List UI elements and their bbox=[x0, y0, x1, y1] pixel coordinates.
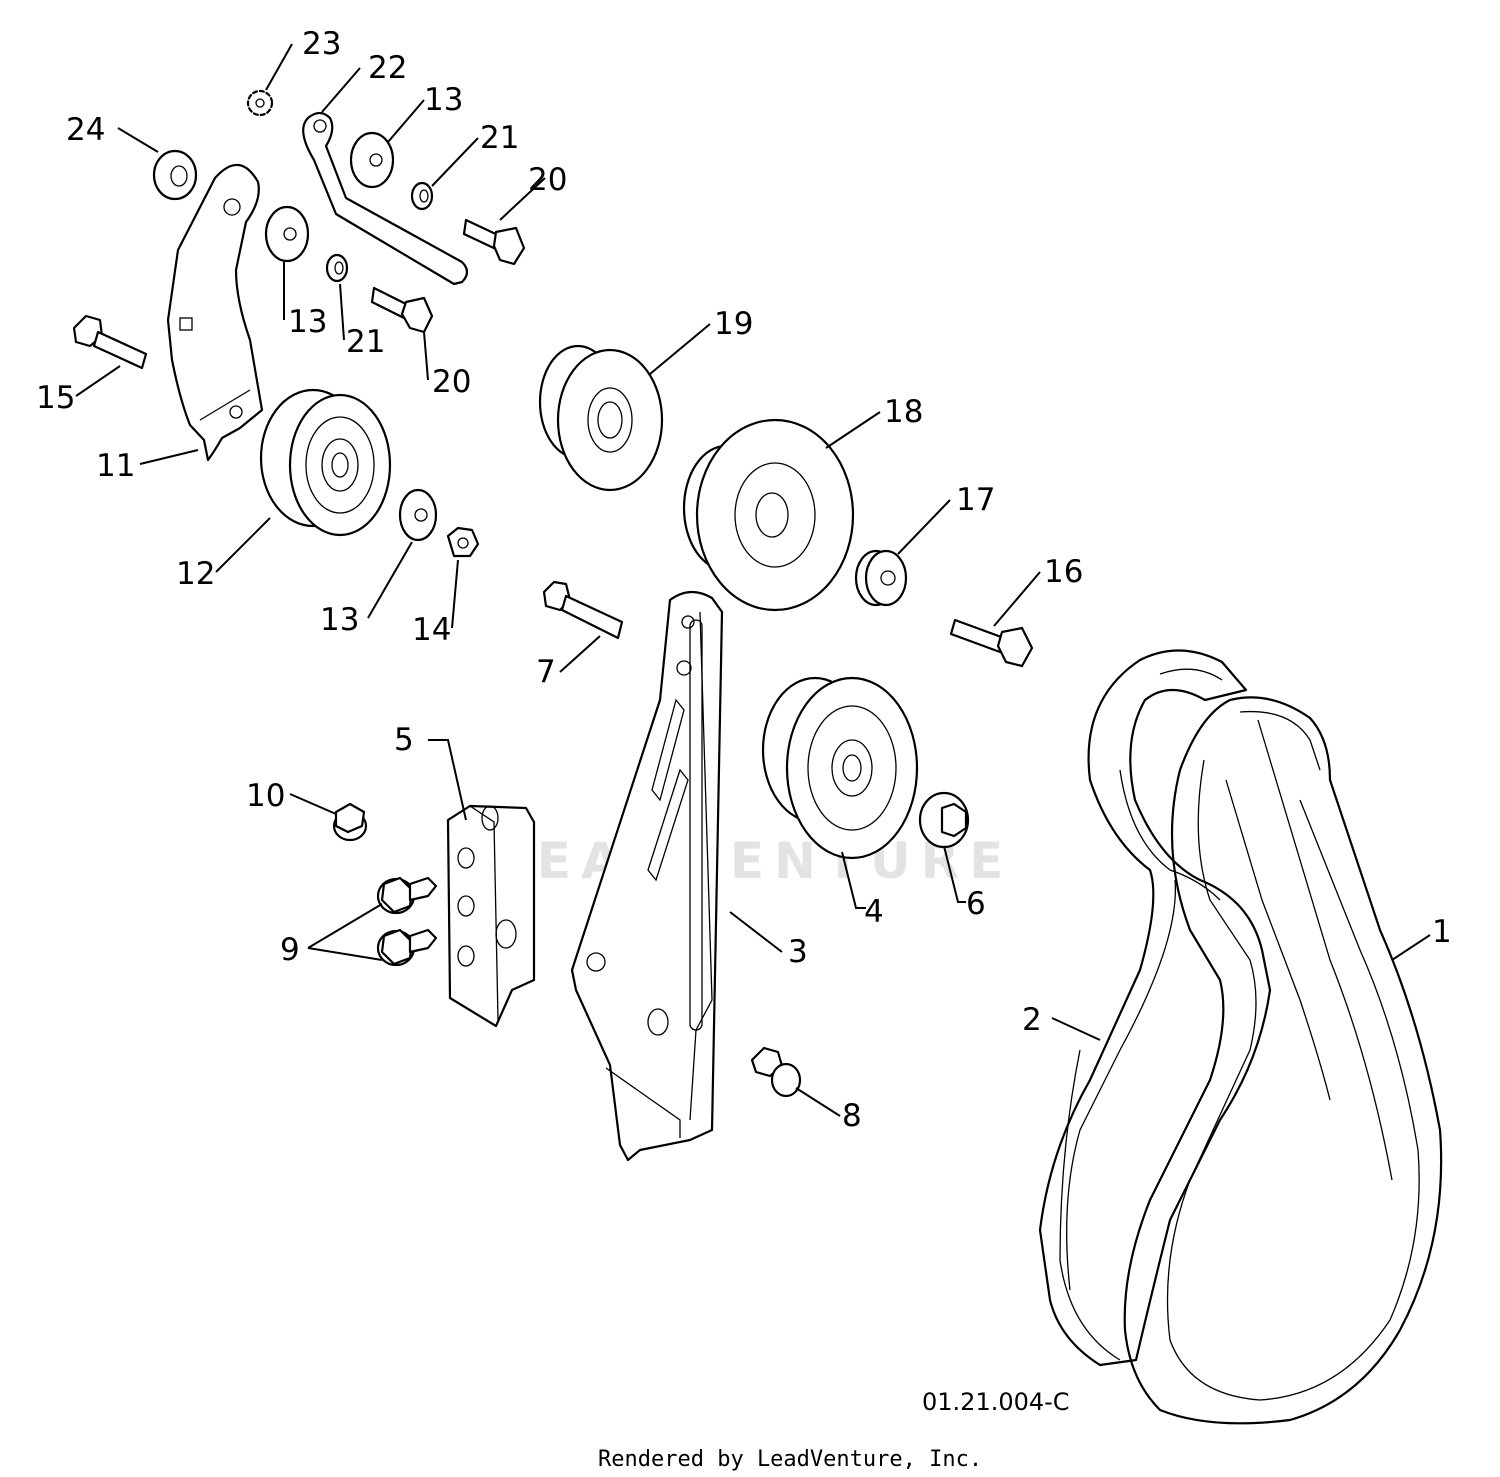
part-22-rod[interactable] bbox=[302, 111, 469, 286]
part-16-bolt[interactable] bbox=[949, 618, 1034, 668]
leader-8 bbox=[795, 1087, 841, 1117]
leader-21b bbox=[339, 283, 345, 341]
part-7-bolt[interactable] bbox=[542, 580, 624, 640]
part-21-lock-washer-mid[interactable] bbox=[325, 253, 349, 283]
callout-7: 7 bbox=[536, 654, 556, 690]
leader-21a bbox=[431, 137, 479, 187]
leader-22 bbox=[321, 67, 361, 113]
callout-2: 2 bbox=[1022, 1002, 1042, 1038]
leader-3 bbox=[729, 911, 783, 953]
leader-7 bbox=[559, 635, 601, 673]
callout-19: 19 bbox=[714, 306, 753, 342]
callout-16: 16 bbox=[1044, 554, 1083, 590]
leader-20b bbox=[423, 331, 429, 381]
part-6-flange-nut[interactable] bbox=[918, 791, 970, 849]
callout-13-mid: 13 bbox=[288, 304, 327, 340]
callout-4: 4 bbox=[864, 894, 884, 930]
callout-22: 22 bbox=[368, 50, 407, 86]
part-13-washer-low[interactable] bbox=[398, 488, 438, 542]
part-9-screw-top[interactable] bbox=[376, 876, 438, 915]
leader-14 bbox=[451, 559, 459, 629]
leader-15 bbox=[75, 365, 121, 397]
callout-23: 23 bbox=[302, 26, 341, 62]
part-17-spacer[interactable] bbox=[854, 549, 908, 607]
watermark: LEADVENTURE bbox=[495, 832, 1013, 890]
callout-20-mid: 20 bbox=[432, 364, 471, 400]
callout-11: 11 bbox=[96, 448, 135, 484]
leader-16 bbox=[993, 571, 1041, 627]
part-13-washer-mid[interactable] bbox=[264, 205, 310, 263]
leader-1 bbox=[1391, 934, 1431, 961]
callout-3: 3 bbox=[788, 934, 808, 970]
leader-4 bbox=[841, 851, 866, 909]
credit-line: Rendered by LeadVenture, Inc. bbox=[598, 1447, 982, 1472]
callout-10: 10 bbox=[246, 778, 285, 814]
part-20-bolt-top[interactable] bbox=[462, 218, 526, 266]
part-1-belt[interactable] bbox=[1123, 696, 1443, 1425]
part-5-plate[interactable] bbox=[446, 804, 536, 1028]
leader-20a bbox=[499, 177, 546, 221]
part-8-bolt[interactable] bbox=[750, 1046, 802, 1098]
callout-5: 5 bbox=[394, 722, 414, 758]
callout-9: 9 bbox=[280, 932, 300, 968]
part-24-washer[interactable] bbox=[152, 149, 198, 201]
part-3-idler-arm[interactable] bbox=[570, 590, 724, 1162]
callout-15: 15 bbox=[36, 380, 75, 416]
leader-13a bbox=[387, 99, 425, 143]
callout-13-top: 13 bbox=[424, 82, 463, 118]
part-23-lock-washer[interactable] bbox=[246, 89, 274, 117]
diagram-code: 01.21.004-C bbox=[922, 1388, 1070, 1416]
leader-24 bbox=[117, 127, 159, 153]
part-2-belt[interactable] bbox=[1038, 649, 1272, 1367]
callout-24: 24 bbox=[66, 112, 105, 148]
part-20-bolt-mid[interactable] bbox=[370, 286, 434, 334]
part-12-idler-pulley[interactable] bbox=[259, 388, 392, 537]
part-15-bolt[interactable] bbox=[72, 314, 148, 370]
part-21-lock-washer-top[interactable] bbox=[410, 181, 434, 211]
part-10-nut[interactable] bbox=[332, 802, 368, 842]
part-18-pulley[interactable] bbox=[682, 418, 855, 612]
leader-18 bbox=[825, 411, 881, 449]
callout-1: 1 bbox=[1432, 914, 1452, 950]
leader-9b bbox=[307, 947, 383, 961]
leader-10 bbox=[289, 793, 337, 815]
leader-11 bbox=[139, 449, 199, 465]
part-11-bracket[interactable] bbox=[166, 163, 264, 462]
leader-5 bbox=[428, 739, 467, 821]
callout-18: 18 bbox=[884, 394, 923, 430]
leader-9a bbox=[307, 903, 383, 949]
part-4-idler-pulley[interactable] bbox=[761, 676, 919, 860]
part-14-nut[interactable] bbox=[446, 526, 480, 558]
callout-14: 14 bbox=[412, 612, 451, 648]
leader-23 bbox=[265, 43, 293, 91]
callout-13-low: 13 bbox=[320, 602, 359, 638]
callout-21-top: 21 bbox=[480, 120, 519, 156]
part-13-washer-top[interactable] bbox=[349, 131, 395, 189]
leader-19 bbox=[649, 323, 711, 375]
callout-20-top: 20 bbox=[528, 162, 567, 198]
callout-6: 6 bbox=[966, 886, 986, 922]
leader-6 bbox=[943, 845, 966, 903]
leader-13c bbox=[367, 541, 413, 619]
part-19-pulley[interactable] bbox=[538, 344, 664, 492]
leader-17 bbox=[897, 499, 951, 555]
leader-12 bbox=[215, 517, 271, 573]
callout-17: 17 bbox=[956, 482, 995, 518]
callout-8: 8 bbox=[842, 1098, 862, 1134]
callout-21-mid: 21 bbox=[346, 324, 385, 360]
leader-2 bbox=[1051, 1017, 1101, 1041]
part-9-screw-bottom[interactable] bbox=[376, 928, 438, 967]
callout-12: 12 bbox=[176, 556, 215, 592]
